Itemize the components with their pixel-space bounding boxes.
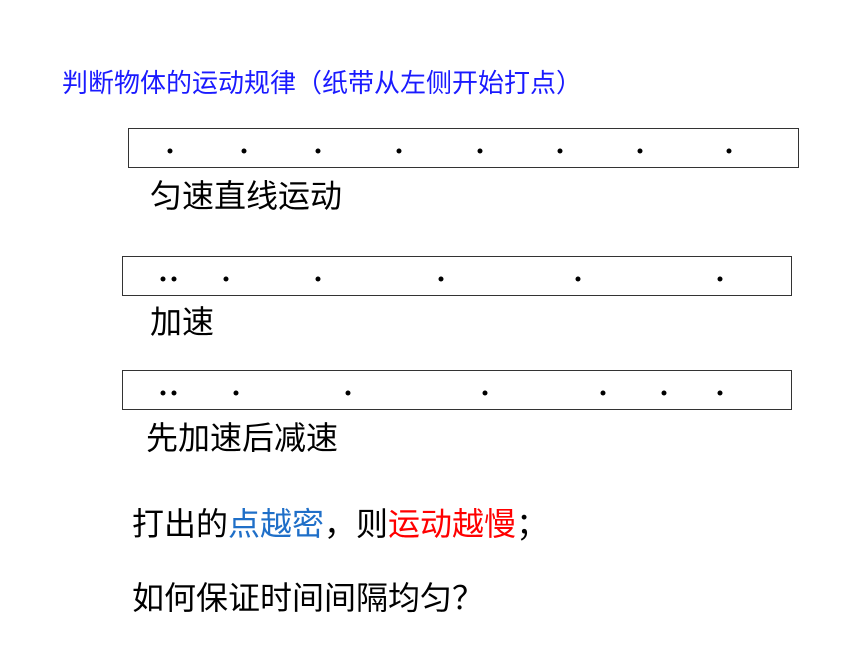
tape-dot bbox=[396, 148, 402, 154]
tape-dot bbox=[557, 148, 563, 154]
tape-dot bbox=[315, 148, 321, 154]
conclusion-highlight-slow: 运动越慢 bbox=[388, 505, 517, 543]
tape-dot bbox=[637, 148, 643, 154]
title: 判断物体的运动规律（纸带从左侧开始打点） bbox=[62, 69, 583, 99]
conclusion-line: 打出的点越密，则运动越慢； bbox=[132, 502, 548, 546]
tape-accel-decel bbox=[122, 370, 792, 410]
tape-dot bbox=[171, 390, 177, 396]
tape-dot bbox=[223, 276, 229, 282]
tape-dot bbox=[575, 276, 581, 282]
conclusion-highlight-dense: 点越密 bbox=[228, 505, 325, 543]
conclusion-part: ，则 bbox=[324, 505, 389, 543]
tape-accelerating-caption: 加速 bbox=[150, 303, 215, 341]
tape-dot bbox=[167, 148, 173, 154]
tape-dot bbox=[726, 148, 732, 154]
tape-dot bbox=[438, 276, 444, 282]
tape-dot bbox=[717, 390, 723, 396]
tape-dot bbox=[160, 276, 166, 282]
tape-accelerating bbox=[122, 256, 792, 296]
tape-dot bbox=[241, 148, 247, 154]
tape-dot bbox=[171, 276, 177, 282]
tape-dot bbox=[717, 276, 723, 282]
tape-dot bbox=[600, 390, 606, 396]
conclusion-part: 打出的 bbox=[132, 505, 229, 543]
question-line: 如何保证时间间隔均匀？ bbox=[132, 579, 485, 617]
tape-dot bbox=[477, 148, 483, 154]
tape-dot bbox=[233, 390, 239, 396]
tape-uniform-caption: 匀速直线运动 bbox=[150, 177, 343, 215]
tape-dot bbox=[661, 390, 667, 396]
tape-dot bbox=[482, 390, 488, 396]
tape-accel-decel-caption: 先加速后减速 bbox=[146, 419, 339, 457]
tape-dot bbox=[345, 390, 351, 396]
tape-dot bbox=[315, 276, 321, 282]
tape-uniform bbox=[128, 128, 799, 168]
conclusion-part: ； bbox=[516, 505, 549, 543]
tape-dot bbox=[160, 390, 166, 396]
